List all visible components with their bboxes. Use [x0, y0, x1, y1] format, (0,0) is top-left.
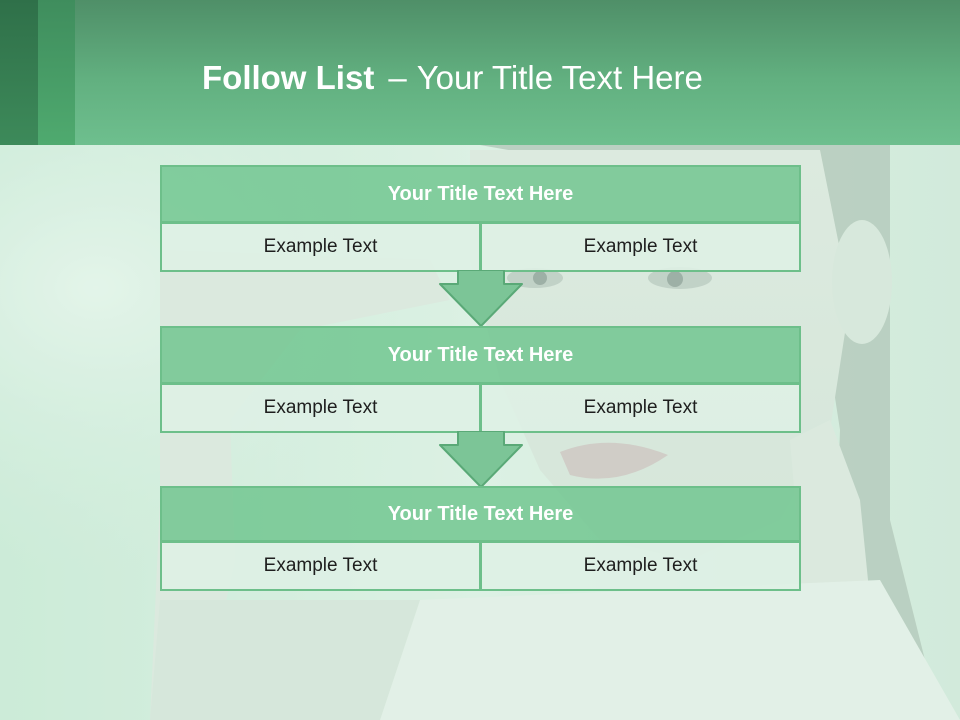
down-arrow-icon — [439, 270, 523, 327]
block-title: Your Title Text Here — [160, 486, 801, 542]
header-band: Follow List–Your Title Text Here — [0, 0, 960, 145]
block-cell-right: Example Text — [480, 541, 801, 591]
list-block-1: Your Title Text Here Example Text Exampl… — [160, 165, 801, 272]
block-title: Your Title Text Here — [160, 165, 801, 223]
down-arrow-icon — [439, 431, 523, 488]
list-block-3: Your Title Text Here Example Text Exampl… — [160, 486, 801, 592]
slide-title: Follow List–Your Title Text Here — [202, 56, 703, 100]
block-cell-left: Example Text — [160, 541, 481, 591]
header-accent-stripe — [0, 0, 38, 145]
title-bold: Follow List — [202, 59, 375, 96]
list-block-2: Your Title Text Here Example Text Exampl… — [160, 326, 801, 433]
block-cell-left: Example Text — [160, 383, 481, 433]
title-rest: Your Title Text Here — [416, 59, 703, 96]
block-cell-left: Example Text — [160, 222, 481, 272]
title-separator: – — [388, 59, 407, 96]
header-accent-stripe — [38, 0, 75, 145]
block-cell-right: Example Text — [480, 222, 801, 272]
block-title: Your Title Text Here — [160, 326, 801, 384]
block-cell-right: Example Text — [480, 383, 801, 433]
